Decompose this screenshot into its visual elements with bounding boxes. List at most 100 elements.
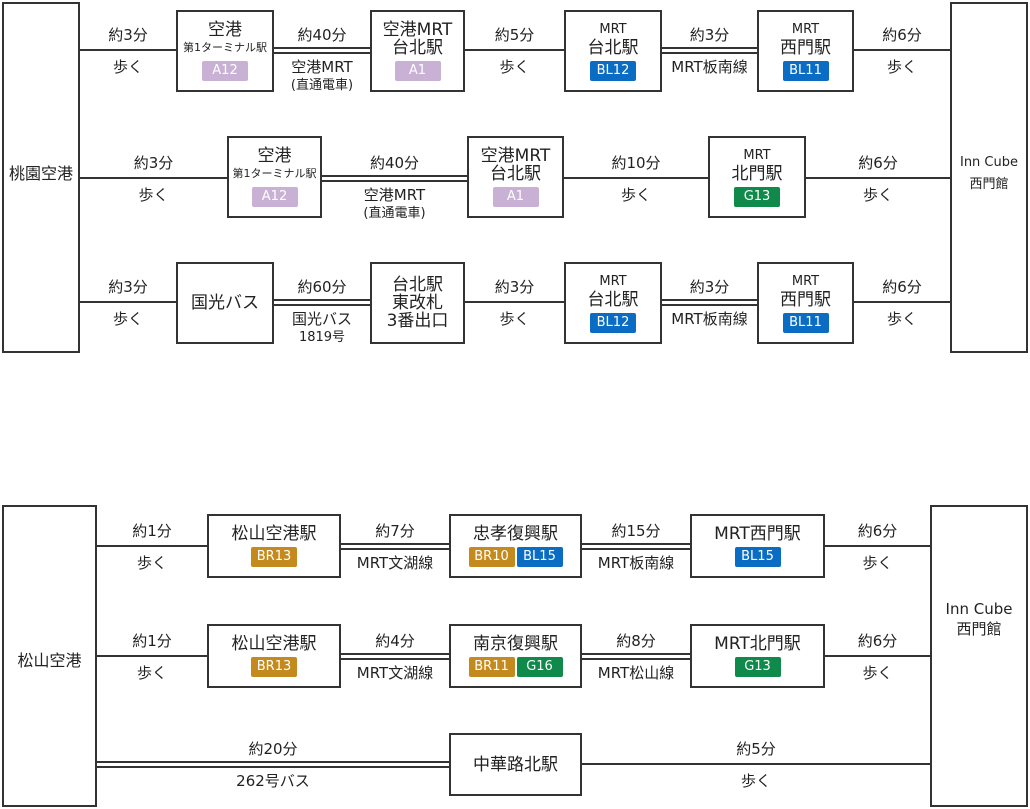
line-code-badge: BR11 [468,657,515,677]
connector-line [854,301,950,303]
connector-line [825,655,930,657]
station-name: 空港MRT [382,20,453,40]
line-code-badge: BL11 [782,61,829,81]
edge-mode: 国光バス [291,310,352,328]
station-name: 台北駅 [587,290,639,310]
edge-duration: 約1分 [132,632,172,650]
line-code-badge: A1 [492,187,539,207]
destination-hotel-label: Inn Cube [959,155,1018,170]
connector-line [341,658,449,660]
station-name: 忠孝復興駅 [473,524,558,544]
connector-line [662,299,757,301]
station-box [207,624,341,688]
edge-mode: 歩く [862,664,893,682]
station-name: 空港 [208,20,242,40]
connector-line [341,653,449,655]
edge-duration: 約20分 [248,740,298,758]
destination-hotel-label: Inn Cube [945,600,1013,618]
line-code-badge: A1 [394,61,441,81]
connector-line [97,766,449,768]
origin-airport-label: 松山空港 [17,651,82,670]
edge-mode: MRT文湖線 [356,664,434,682]
station-name: 北門駅 [731,164,783,184]
connector-line [341,543,449,545]
edge-mode: 歩く [740,772,771,790]
connector-line [662,304,757,306]
station-name: MRT [599,274,627,289]
line-code-badge: G13 [734,187,780,207]
line-code-badge: BL12 [590,61,636,81]
line-code-badge: BL11 [782,313,829,333]
edge-duration: 約5分 [494,26,535,44]
edge-mode: 歩く [886,58,917,76]
edge-mode: 262号バス [236,772,310,790]
destination-hotel-label: 西門館 [956,620,1002,638]
edge-duration: 約3分 [689,26,730,44]
edge-duration: 約4分 [375,632,415,650]
edge-duration: 約3分 [108,26,148,44]
station-box [370,10,465,92]
edge-mode: MRT板南線 [597,554,675,572]
connector-line [582,548,690,550]
station-name: 南京復興駅 [473,634,558,654]
connector-line [854,49,950,51]
station-name: 松山空港駅 [231,634,317,654]
station-name: MRT [743,148,771,163]
station-name: MRT [791,274,820,289]
station-name: 第1ターミナル駅 [232,167,317,180]
station-name: 第1ターミナル駅 [183,41,267,54]
edge-mode: 歩く [862,554,893,572]
origin-airport-box [2,505,97,807]
edge-mode: 歩く [112,58,143,76]
edge-duration: 約3分 [494,278,535,296]
connector-line [322,175,467,177]
station-name: MRT [599,22,627,37]
station-name: 東改札 [392,293,443,313]
connector-line [322,180,467,182]
station-name: 空港 [257,146,292,166]
line-code-badge: BR13 [251,657,297,677]
station-name: 空港MRT [480,146,551,166]
edge-duration: 約6分 [882,26,922,44]
connector-line [662,47,757,49]
station-box [449,733,582,796]
edge-mode: 空港MRT [291,58,353,76]
edge-duration: 約3分 [108,278,148,296]
station-name: 国光バス [191,293,259,313]
station-name: MRT [791,22,820,37]
edge-mode: 歩く [620,186,651,204]
station-box [207,514,341,578]
edge-mode: 歩く [499,58,530,76]
edge-duration: 約3分 [133,154,174,172]
connector-line [465,49,564,51]
edge-mode: 歩く [136,554,167,572]
edge-mode: 歩く [112,310,143,328]
station-box [449,624,582,688]
station-name: 台北駅 [490,164,541,184]
line-code-badge: BL15 [734,547,781,567]
connector-line [825,545,930,547]
edge-mode: 歩く [136,664,167,682]
connector-line [465,301,564,303]
edge-mode: 歩く [886,310,917,328]
edge-duration: 約10分 [611,154,661,172]
edge-mode: 歩く [862,186,893,204]
edge-mode: MRT文湖線 [356,554,434,572]
connector-line [97,545,207,547]
edge-mode-detail: 1819号 [298,330,346,345]
connector-line [662,52,757,54]
edge-mode: MRT板南線 [671,58,748,76]
edge-duration: 約6分 [857,632,898,650]
connector-line [274,304,370,306]
connector-line [582,658,690,660]
edge-duration: 約6分 [858,154,898,172]
station-name: 西門駅 [780,290,831,310]
edge-duration: 約40分 [369,154,420,172]
edge-duration: 約6分 [857,522,898,540]
edge-duration: 約8分 [616,632,656,650]
connector-line [564,177,708,179]
destination-hotel-box [930,505,1028,807]
station-name: 松山空港駅 [231,524,317,544]
connector-line [274,47,370,49]
connector-line [80,301,176,303]
